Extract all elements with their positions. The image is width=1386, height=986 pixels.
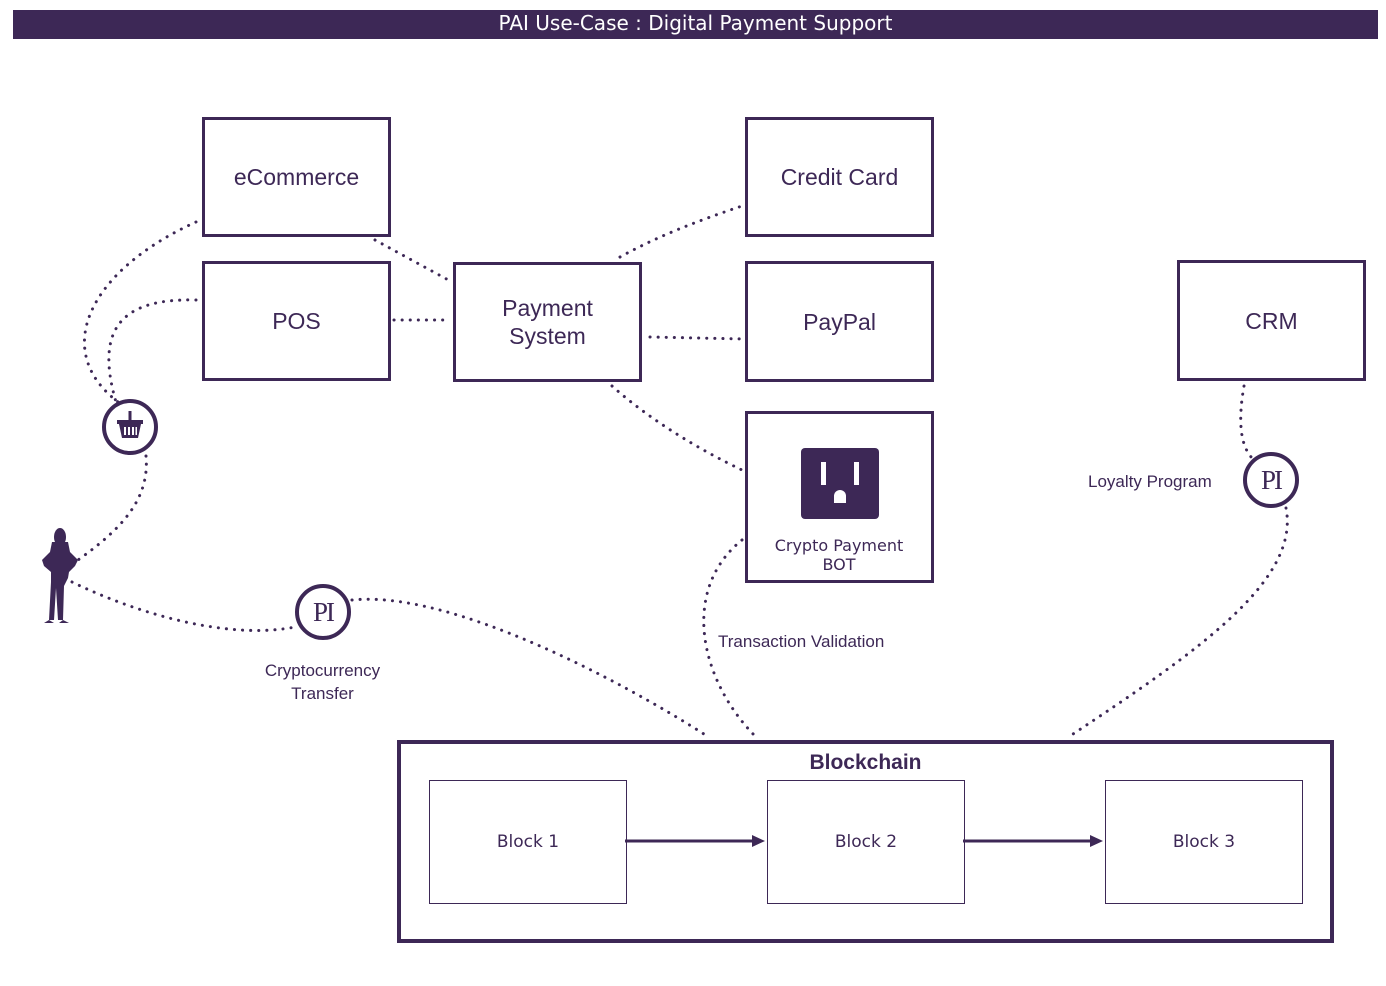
- edge-label-crypto-transfer: Cryptocurrency Transfer: [240, 659, 405, 705]
- node-payment-system-label-line2: System: [509, 323, 586, 349]
- title-bar: PAI Use-Case : Digital Payment Support: [13, 10, 1378, 39]
- blockchain-title: Blockchain: [809, 751, 922, 774]
- node-crypto-bot-label: Crypto Payment BOT: [747, 536, 931, 574]
- link-basket-person: [76, 454, 148, 562]
- link-pi-blockchain-right: [1068, 506, 1289, 738]
- block-3[interactable]: Block 3: [1105, 780, 1303, 904]
- pi-logo-icon: PI: [1260, 464, 1283, 495]
- node-pos-label: POS: [272, 308, 321, 334]
- node-credit-card[interactable]: Credit Card: [745, 117, 934, 237]
- link-ecommerce-basket: [82, 220, 198, 404]
- block-1-label: Block 1: [496, 832, 560, 852]
- power-outlet-icon: [801, 448, 879, 519]
- node-crypto-bot-label-line2: BOT: [822, 555, 856, 574]
- arrowhead-block3: [1090, 835, 1103, 847]
- block-1[interactable]: Block 1: [429, 780, 627, 904]
- node-ecommerce-label: eCommerce: [233, 164, 360, 190]
- node-crm-label: CRM: [1245, 307, 1298, 334]
- node-paypal-label: PayPal: [803, 308, 876, 335]
- link-person-pi: [70, 580, 297, 633]
- node-payment-system-label-line1: Payment: [502, 295, 593, 321]
- pi-badge-loyalty[interactable]: PI: [1243, 452, 1299, 508]
- link-payment-creditcard: [618, 203, 747, 259]
- link-crm-pi: [1239, 384, 1254, 460]
- node-ecommerce[interactable]: eCommerce: [202, 117, 391, 237]
- link-pos-basket: [107, 298, 198, 404]
- person-icon: [42, 528, 78, 623]
- edge-label-crypto-transfer-line2: Transfer: [291, 684, 354, 703]
- node-crypto-bot-label-line1: Crypto Payment: [774, 536, 904, 555]
- diagram-title: PAI Use-Case : Digital Payment Support: [498, 11, 893, 35]
- pi-logo-icon: PI: [312, 596, 335, 627]
- link-payment-paypal: [648, 335, 747, 341]
- block-2-label: Block 2: [834, 832, 898, 852]
- edge-label-crypto-transfer-line1: Cryptocurrency: [264, 661, 381, 680]
- link-payment-bot: [610, 384, 744, 472]
- node-paypal[interactable]: PayPal: [745, 261, 934, 382]
- basket-node[interactable]: [102, 399, 158, 455]
- edge-label-loyalty-program: Loyalty Program: [1088, 472, 1212, 491]
- shopping-basket-icon: [117, 411, 143, 438]
- blockchain-container[interactable]: Blockchain Block 1 Block 2 Block 3: [397, 740, 1334, 943]
- block-2[interactable]: Block 2: [767, 780, 965, 904]
- pi-badge-crypto-transfer[interactable]: PI: [295, 584, 351, 640]
- node-credit-card-label: Credit Card: [780, 164, 899, 190]
- link-ecommerce-payment: [373, 238, 454, 284]
- edge-label-transaction-validation: Transaction Validation: [718, 632, 885, 651]
- node-crm[interactable]: CRM: [1177, 260, 1366, 381]
- arrowhead-block2: [752, 835, 765, 847]
- node-pos[interactable]: POS: [202, 261, 391, 381]
- block-3-label: Block 3: [1172, 832, 1236, 852]
- link-pi-blockchain: [350, 597, 709, 738]
- node-payment-system[interactable]: Payment System: [453, 262, 642, 382]
